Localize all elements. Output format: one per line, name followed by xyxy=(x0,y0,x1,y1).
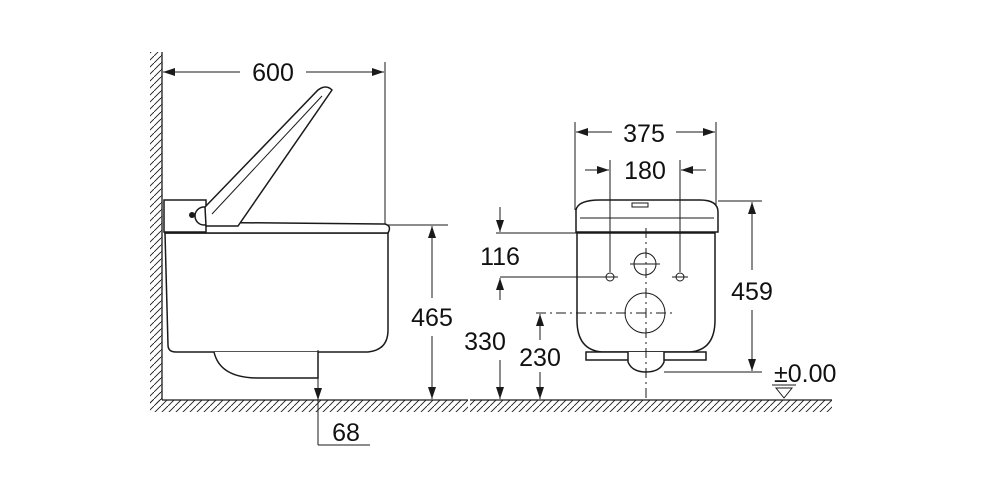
dim-230-label: 230 xyxy=(519,344,561,372)
side-view: 600 465 68 xyxy=(150,52,468,447)
dim-330-label: 330 xyxy=(464,328,506,356)
side-lid-edge xyxy=(211,95,323,215)
side-lid xyxy=(204,86,333,227)
dim-116-label: 116 xyxy=(480,243,520,271)
front-seat-badge xyxy=(631,202,649,208)
floor-hatch-left xyxy=(150,400,468,412)
dim-465-label: 465 xyxy=(411,304,453,332)
front-view: 375 180 116 330 230 459 ±0.00 xyxy=(464,120,836,412)
side-bowl-body xyxy=(164,232,389,353)
dim-600-label: 600 xyxy=(252,59,294,87)
front-seat xyxy=(575,199,719,233)
dim-375-label: 375 xyxy=(623,120,665,148)
side-hinge-dot xyxy=(189,212,195,218)
dim-68-label: 68 xyxy=(332,419,360,447)
side-trap xyxy=(213,351,319,379)
floor-level-symbol xyxy=(774,387,794,399)
dim-68-arrow xyxy=(314,388,322,400)
wall-hatch xyxy=(150,52,162,404)
dim-459-label: 459 xyxy=(731,278,773,306)
floor-level-label: ±0.00 xyxy=(774,360,836,388)
floor-hatch-right xyxy=(470,400,832,412)
dim-180-label: 180 xyxy=(624,157,666,185)
